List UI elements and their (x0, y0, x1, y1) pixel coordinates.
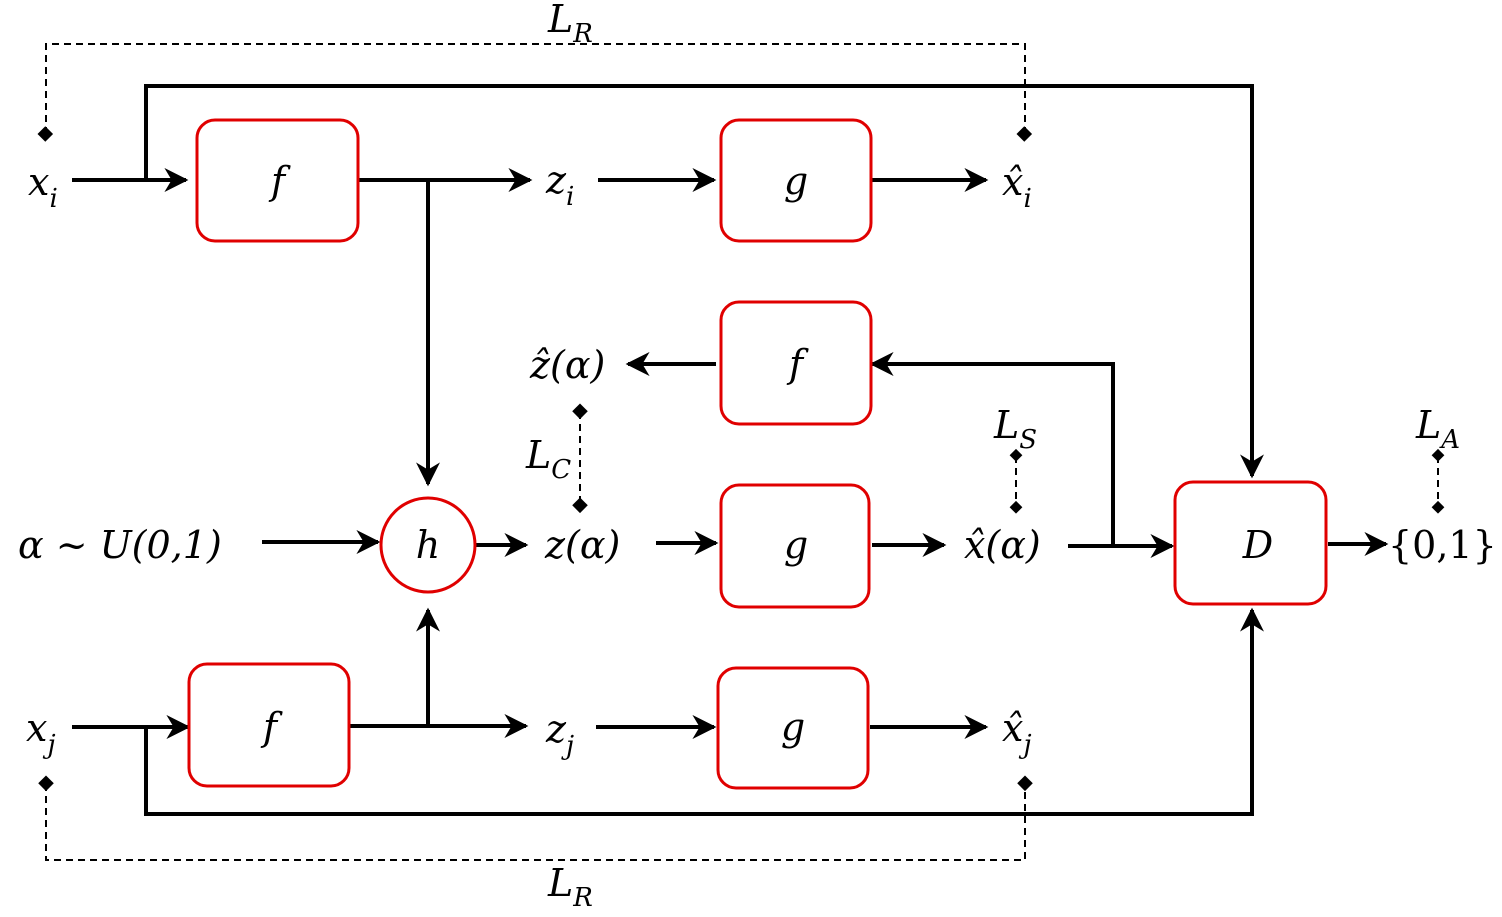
block-f-middle: f (719, 300, 873, 426)
block-g-bottom: g (716, 666, 870, 790)
node-x-hat-i: x̂i (1002, 160, 1032, 214)
node-z-alpha: z(α) (544, 523, 620, 567)
block-g-bottom-label: g (781, 705, 805, 749)
loss-LR-bottom-bracket (38, 775, 1033, 861)
wires-middle (262, 352, 1389, 558)
block-f-bottom: f (187, 662, 351, 788)
block-g-top-label: g (784, 159, 808, 203)
node-z-j: zj (545, 707, 574, 761)
node-alpha-uniform: α ~ U(0,1) (18, 523, 222, 567)
node-output-binary: {0,1} (1388, 523, 1497, 567)
wires-top (72, 84, 1264, 487)
loss-label-LR-top: LR (547, 0, 593, 49)
block-g-top: g (719, 118, 873, 243)
block-D-label: D (1242, 523, 1273, 567)
block-f-top: f (195, 118, 360, 243)
loss-LA-bracket (1431, 448, 1445, 514)
block-h-label: h (416, 523, 440, 567)
node-x-i: xi (28, 160, 58, 214)
node-z-i: zi (545, 158, 574, 212)
node-x-hat-j: x̂j (1002, 706, 1032, 760)
block-g-middle-label: g (784, 523, 808, 567)
loss-label-LR-bottom: LR (547, 861, 593, 913)
loss-LS-bracket (1009, 448, 1023, 514)
wires-bottom (72, 607, 1264, 816)
loss-label-LA: LA (1415, 403, 1460, 455)
block-h: h (379, 496, 477, 594)
loss-label-LC: LC (525, 433, 571, 485)
node-x-j: xj (26, 706, 56, 760)
loss-LC-bracket (572, 403, 588, 514)
node-x-hat-alpha: x̂(α) (964, 523, 1041, 567)
block-D: D (1173, 480, 1328, 606)
loss-label-LS: LS (993, 403, 1037, 455)
loss-LR-top-bracket (37, 43, 1033, 142)
node-z-hat-alpha: ẑ(α) (529, 343, 605, 387)
block-g-middle: g (719, 483, 871, 609)
